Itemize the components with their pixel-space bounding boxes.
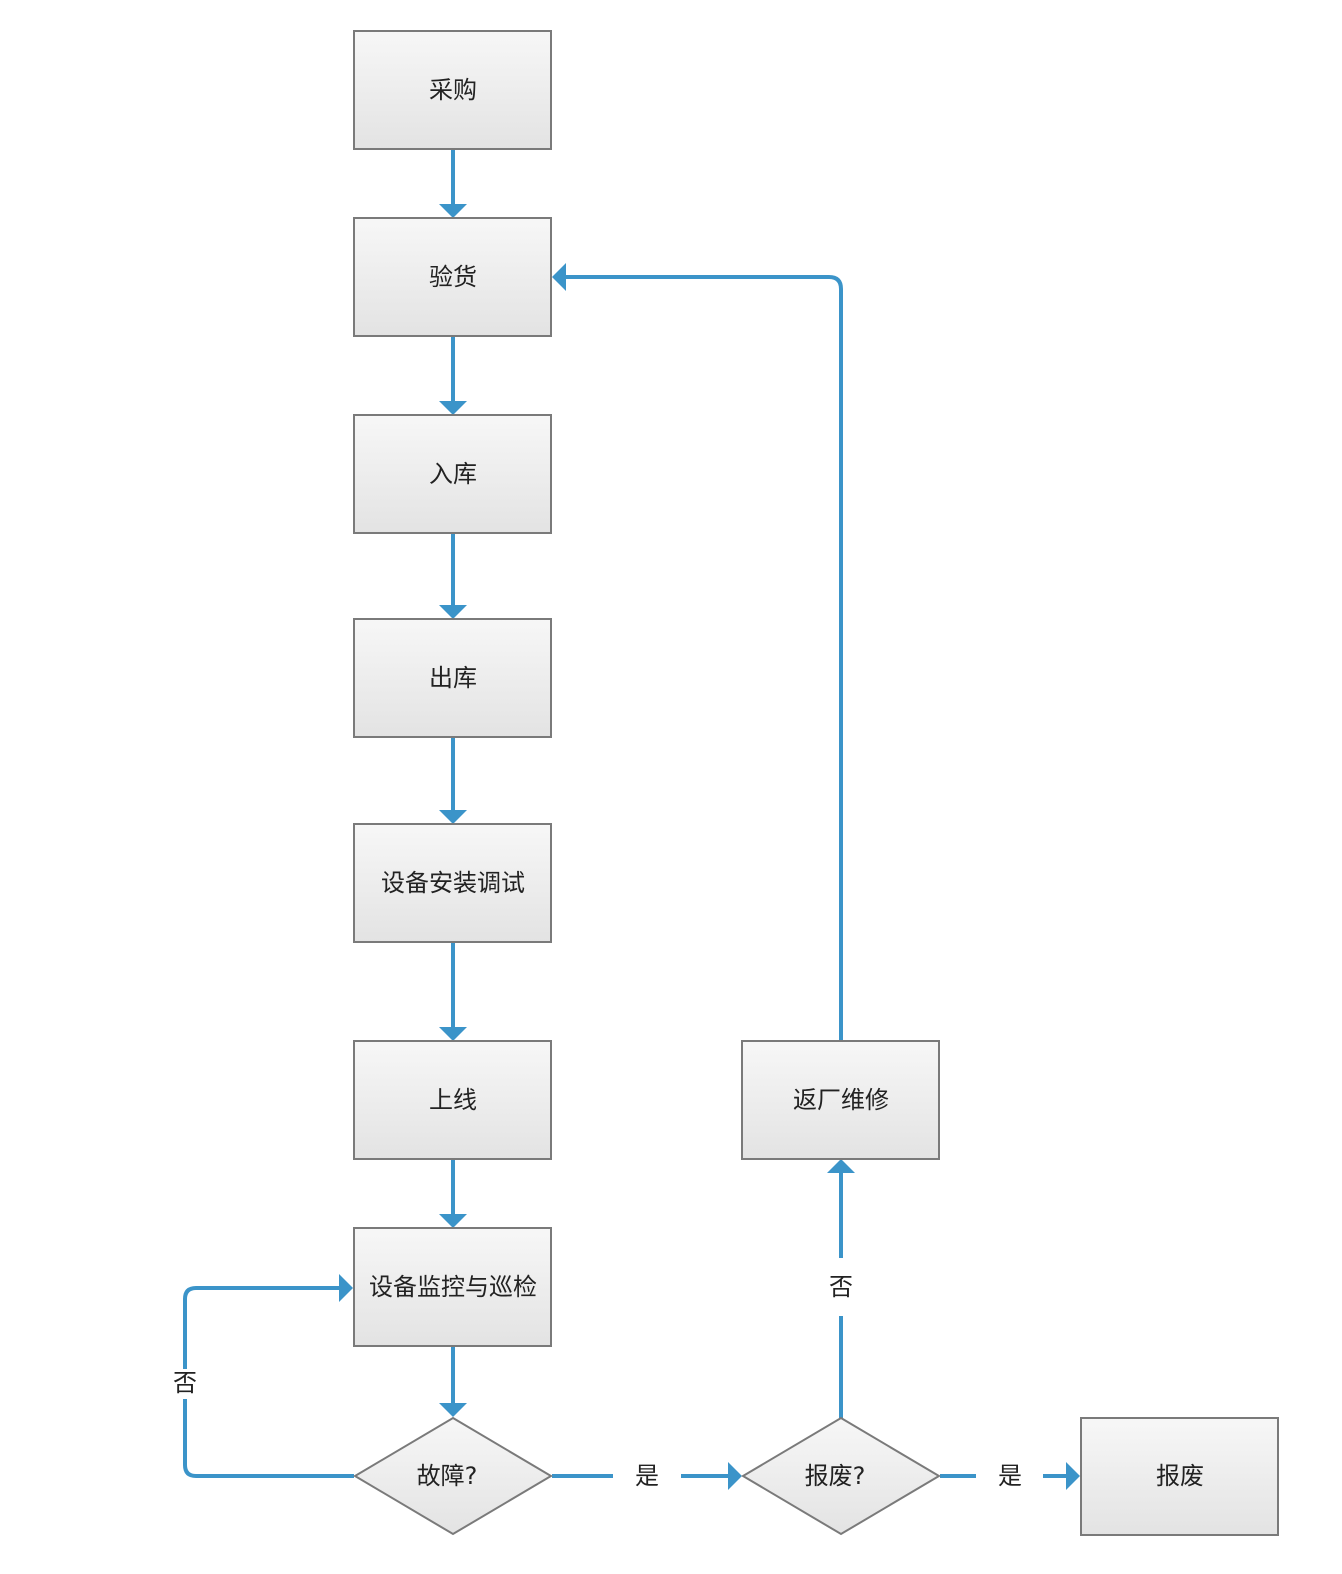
node-scrap: 报废: [1080, 1417, 1279, 1536]
node-warehousing-in: 入库: [353, 414, 552, 534]
edge-label-fault-no: 否: [173, 1369, 197, 1397]
node-go-live-label: 上线: [429, 1086, 477, 1114]
edge-inspection-to-warehousing-in: [439, 336, 467, 415]
node-fault-decision: 故障?: [353, 1416, 553, 1536]
node-purchase-label: 采购: [429, 76, 477, 104]
edge-purchase-to-inspection: [439, 149, 467, 218]
node-return-repair: 返厂维修: [741, 1040, 940, 1160]
edge-label-scrap-yes: 是: [998, 1462, 1022, 1490]
node-monitor-inspect-label: 设备监控与巡检: [369, 1273, 537, 1301]
node-monitor-inspect: 设备监控与巡检: [353, 1227, 552, 1347]
edge-warehousing-out-to-install-debug: [439, 737, 467, 824]
edge-scrap-yes: [940, 1462, 1080, 1490]
node-scrap-decision-label: 报废?: [805, 1462, 866, 1490]
node-warehousing-out-label: 出库: [429, 664, 477, 692]
edge-warehousing-in-to-warehousing-out: [439, 533, 467, 619]
node-warehousing-in-label: 入库: [429, 460, 477, 488]
edge-install-debug-to-go-live: [439, 942, 467, 1041]
node-purchase: 采购: [353, 30, 552, 150]
node-return-repair-label: 返厂维修: [793, 1086, 889, 1114]
node-warehousing-out: 出库: [353, 618, 552, 738]
node-inspection: 验货: [353, 217, 552, 337]
edge-return-repair-to-inspection: [552, 263, 843, 1041]
edge-monitor-inspect-to-fault-decision: [439, 1346, 467, 1417]
node-install-debug: 设备安装调试: [353, 823, 552, 943]
node-go-live: 上线: [353, 1040, 552, 1160]
node-scrap-label: 报废: [1156, 1462, 1204, 1490]
node-fault-decision-label: 故障?: [417, 1462, 478, 1490]
edge-scrap-no: [827, 1159, 855, 1418]
node-scrap-decision: 报废?: [741, 1416, 941, 1536]
node-install-debug-label: 设备安装调试: [381, 869, 525, 897]
node-inspection-label: 验货: [429, 263, 477, 291]
edge-go-live-to-monitor-inspect: [439, 1159, 467, 1228]
edge-label-fault-yes: 是: [635, 1462, 659, 1490]
edge-label-scrap-no: 否: [829, 1273, 853, 1301]
edge-fault-no-loop: [183, 1274, 354, 1478]
edge-fault-yes: [552, 1462, 742, 1490]
